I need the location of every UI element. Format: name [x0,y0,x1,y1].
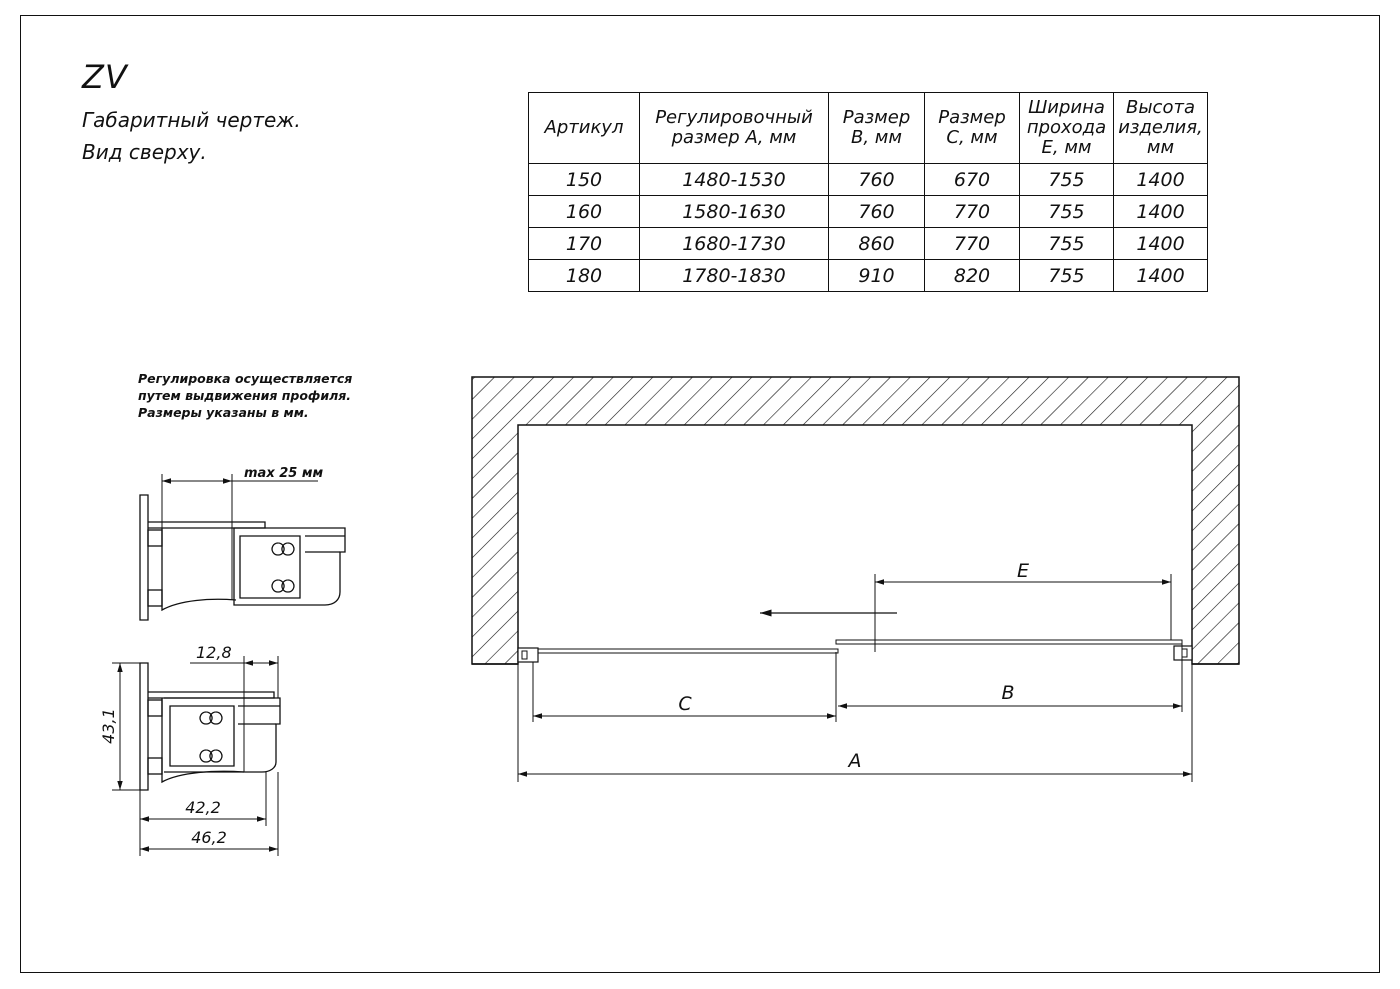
screw-channel-2b [199,749,223,763]
spec-header-line: Регулировочный [655,107,813,128]
dimension-12-8: 12,8 [190,643,279,772]
spec-header-line: размер А, мм [671,127,797,148]
profile-body-1 [161,528,237,612]
spec-table-cell: 170 [528,227,640,260]
note-line-3: Размеры указаны в мм. [138,405,309,420]
subtitle-line-1: Габаритный чертеж. [82,108,301,132]
spec-table-cell: 1680-1730 [639,227,829,260]
wall-profile-base-2 [139,662,149,791]
wall-outline [471,376,1240,665]
profile-chamber-1a [147,529,163,547]
dim-c-label: C [678,693,692,715]
left-wall-profile [517,647,539,663]
profile-detail-retracted [139,662,281,791]
dim-max-label: max 25 мм [244,466,323,481]
spec-header-line: прохода [1026,117,1107,138]
profile-chamber-2b [147,757,163,775]
spec-header-line: изделия, [1118,117,1203,138]
dimension-43-1: 43,1 [99,662,148,791]
dimension-c: C [532,652,837,722]
note-line-2: путем выдвижения профиля. [138,388,352,403]
drawing-subtitle: Габаритный чертеж. Вид сверху. [82,104,301,168]
spec-table-cell: 860 [828,227,925,260]
dimension-max: max 25 мм [161,466,323,600]
screw-channel-1b [271,579,295,593]
slide-profile-2 [164,697,281,773]
drawing-title: ZV [82,58,128,96]
spec-table-cell: 180 [528,259,640,292]
spec-header-line: Ширина [1028,97,1105,118]
dimension-b: B [838,644,1183,712]
dimension-46-2: 46,2 [140,772,279,856]
spec-header-line: Размер [938,107,1006,128]
right-wall-profile [1173,645,1193,661]
slide-chamber-1 [239,535,301,599]
slide-chamber-2 [169,705,235,767]
dim-e-label: E [1017,560,1029,582]
subtitle-line-2: Вид сверху. [82,140,207,164]
spec-header-line: E, мм [1041,137,1092,158]
left-profile-detail [521,650,528,660]
fixed-panel [537,648,839,654]
spec-header-line: Высота [1126,97,1195,118]
spec-table-cell: 1400 [1113,195,1208,228]
screw-channel-2a [199,711,223,725]
profile-top-flange-2 [148,691,275,699]
wall-profile-base-1 [139,494,149,621]
dim-128-label: 12,8 [196,643,232,662]
spec-table-cell: 1780-1830 [639,259,829,292]
spec-header-line: мм [1146,137,1175,158]
spec-table-cell: 760 [828,163,925,196]
screw-channel-1a [271,542,295,556]
profile-chamber-1b [147,589,163,607]
dim-422-label: 42,2 [185,798,221,817]
dim-431-label: 43,1 [99,708,118,744]
spec-table-cell: 910 [828,259,925,292]
profile-detail-extended [139,494,346,621]
spec-table-cell: 1580-1630 [639,195,829,228]
drawing-frame [20,15,1380,973]
spec-table-cell: 760 [828,195,925,228]
spec-table-cell: 1400 [1113,259,1208,292]
dimension-a: A [517,664,1193,782]
spec-header-line: Артикул [544,117,624,138]
spec-table-cell: 770 [924,195,1020,228]
sliding-panel [835,639,1183,645]
hatched-wall [471,376,1240,665]
adjustment-note: Регулировка осуществляется путем выдвиже… [138,370,352,421]
dim-b-label: B [1001,682,1014,704]
spec-table-cell: 1400 [1113,227,1208,260]
profile-chamber-2a [147,699,163,717]
spec-header-line: B, мм [851,127,902,148]
dim-a-label: A [847,750,862,772]
spec-table-cell: 150 [528,163,640,196]
spec-table-cell: 820 [924,259,1020,292]
spec-table-cell: 755 [1019,195,1114,228]
dimension-e: E [874,560,1172,652]
spec-header-line: Размер [842,107,911,128]
spec-table-cell: 755 [1019,259,1114,292]
slide-teeth-1 [305,535,345,553]
profile-body-2 [161,698,245,784]
note-line-1: Регулировка осуществляется [138,371,353,386]
door-panels [517,639,1193,663]
profile-top-flange-1 [148,521,266,529]
spec-header-line: C, мм [946,127,998,148]
dim-462-label: 46,2 [191,828,227,847]
slide-profile-1 [233,527,346,606]
dimension-42-2: 42,2 [139,772,267,856]
